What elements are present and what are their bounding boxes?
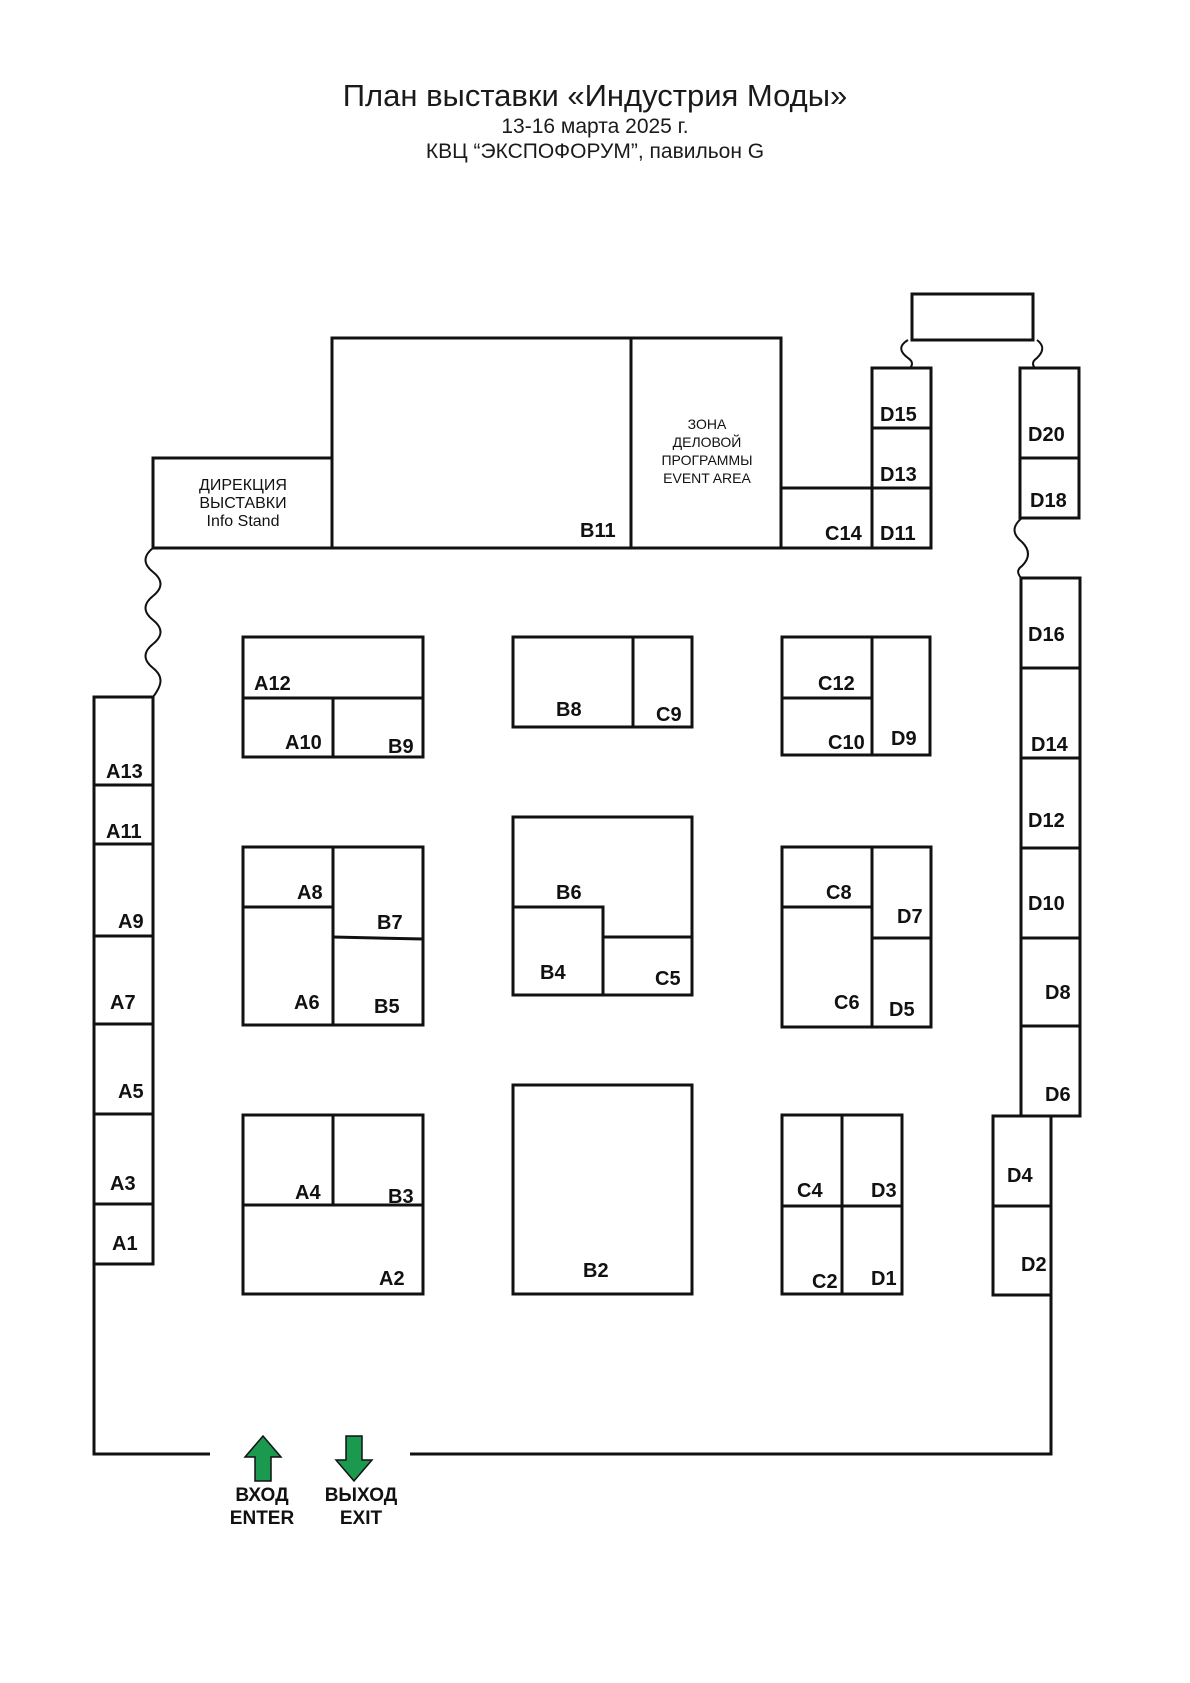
label-d4: D4 xyxy=(1007,1165,1033,1187)
stand-event-area[interactable] xyxy=(629,336,783,550)
plan-venue: КВЦ “ЭКСПОФОРУМ”, павильон G xyxy=(425,140,765,163)
label-c2: C2 xyxy=(812,1271,838,1293)
label-b11: B11 xyxy=(580,520,616,542)
label-a7: A7 xyxy=(110,992,136,1014)
label-d15: D15 xyxy=(880,404,917,426)
label-a13: A13 xyxy=(106,761,143,783)
plan-header: План выставки «Индустрия Моды» 13-16 мар… xyxy=(0,78,1190,164)
label-d10: D10 xyxy=(1028,893,1065,915)
exit-label-en: EXIT xyxy=(340,1508,383,1529)
label-b8: B8 xyxy=(556,699,582,721)
stand-block-b8[interactable] xyxy=(511,635,694,729)
label-c10: C10 xyxy=(828,732,865,754)
label-a8: A8 xyxy=(297,882,323,904)
partition-curtains xyxy=(144,339,1044,698)
stand-a-column[interactable] xyxy=(92,695,155,1266)
label-d6: D6 xyxy=(1045,1084,1071,1106)
exit-label-ru: ВЫХОД xyxy=(325,1485,398,1506)
event-area-label: ЗОНА ДЕЛОВОЙ ПРОГРАММЫ EVENT AREA xyxy=(661,416,752,486)
svg-text:EVENT AREA: EVENT AREA xyxy=(663,470,751,486)
svg-text:ВЫСТАВКИ: ВЫСТАВКИ xyxy=(199,495,286,512)
label-b6: B6 xyxy=(556,882,582,904)
label-c14: C14 xyxy=(825,523,863,545)
svg-text:ДИРЕКЦИЯ: ДИРЕКЦИЯ xyxy=(199,477,287,494)
enter-label-en: ENTER xyxy=(230,1508,295,1529)
svg-text:ЗОНА: ЗОНА xyxy=(688,416,727,432)
hall-wall xyxy=(410,1295,1053,1456)
label-a4: A4 xyxy=(295,1182,321,1204)
label-d9: D9 xyxy=(891,728,917,750)
svg-text:ПРОГРАММЫ: ПРОГРАММЫ xyxy=(661,452,752,468)
label-d7: D7 xyxy=(897,906,923,928)
svg-text:Info Stand: Info Stand xyxy=(207,513,280,530)
label-d20: D20 xyxy=(1028,424,1065,446)
label-a3: A3 xyxy=(110,1173,136,1195)
label-a10: A10 xyxy=(285,732,322,754)
direction-area-label: ДИРЕКЦИЯ ВЫСТАВКИ Info Stand xyxy=(199,477,287,530)
stand-d20-column[interactable] xyxy=(1018,366,1081,520)
label-a6: A6 xyxy=(294,992,320,1014)
plan-dates: 13-16 марта 2025 г. xyxy=(501,115,689,138)
label-d12: D12 xyxy=(1028,810,1065,832)
hall-wall xyxy=(92,1264,210,1456)
label-b7: B7 xyxy=(377,912,403,934)
label-d2: D2 xyxy=(1021,1254,1047,1276)
label-c6: C6 xyxy=(834,992,860,1014)
enter-label-ru: ВХОД xyxy=(235,1485,289,1506)
label-c8: C8 xyxy=(826,882,852,904)
label-d18: D18 xyxy=(1030,490,1067,512)
label-b9: B9 xyxy=(388,736,414,758)
label-c4: C4 xyxy=(797,1180,823,1202)
label-d14: D14 xyxy=(1031,734,1069,756)
label-a9: A9 xyxy=(118,911,144,933)
svg-text:ДЕЛОВОЙ: ДЕЛОВОЙ xyxy=(673,433,742,450)
stand-b11[interactable] xyxy=(330,336,633,550)
stand-d11-column[interactable] xyxy=(870,366,933,550)
enter-arrow-icon xyxy=(243,1434,283,1482)
label-c12: C12 xyxy=(818,673,855,695)
label-c9: C9 xyxy=(656,704,682,726)
label-b5: B5 xyxy=(374,996,400,1018)
service-box xyxy=(910,292,1035,342)
label-d3: D3 xyxy=(871,1180,897,1202)
label-d11: D11 xyxy=(880,523,916,545)
label-c5: C5 xyxy=(655,968,681,990)
label-b4: B4 xyxy=(540,962,566,984)
stand-b2[interactable] xyxy=(511,1083,694,1296)
label-a11: A11 xyxy=(106,821,142,843)
label-b3: B3 xyxy=(388,1186,414,1208)
label-b2: B2 xyxy=(583,1260,609,1282)
label-d16: D16 xyxy=(1028,624,1065,646)
label-d1: D1 xyxy=(871,1268,897,1290)
label-a5: A5 xyxy=(118,1081,144,1103)
label-d5: D5 xyxy=(889,999,915,1021)
label-d13: D13 xyxy=(880,464,917,486)
exit-arrow-icon xyxy=(334,1435,374,1483)
plan-title: План выставки «Индустрия Моды» xyxy=(342,78,848,113)
label-a2: A2 xyxy=(379,1268,405,1290)
label-d8: D8 xyxy=(1045,982,1071,1004)
label-a12: A12 xyxy=(254,673,291,695)
label-a1: A1 xyxy=(112,1233,138,1255)
stand-block-c10[interactable] xyxy=(780,635,932,757)
